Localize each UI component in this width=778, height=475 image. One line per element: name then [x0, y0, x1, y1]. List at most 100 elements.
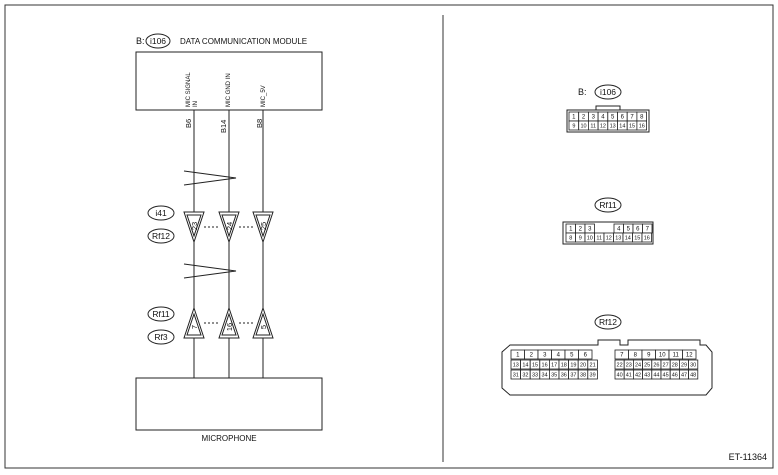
- connector-i41-rf12: i41 Rf12 23 24 25: [147, 205, 274, 244]
- terminal-7-inner: [186, 312, 202, 336]
- pin-b6: B6: [184, 119, 193, 128]
- terminal-24-inner: [221, 214, 237, 238]
- module-name: DATA COMMUNICATION MODULE: [180, 37, 307, 46]
- i106-pin-7: 7: [630, 115, 634, 121]
- rf12-pin-11: 11: [673, 353, 680, 359]
- signal-mic-signal: MIC SIGNAL: [186, 72, 192, 107]
- i106-pin-8: 8: [640, 115, 644, 121]
- terminal-16-number: 16: [225, 323, 234, 331]
- rf12-pin-35: 35: [551, 372, 557, 378]
- rf12-pin-30: 30: [690, 362, 696, 368]
- microphone-label: MICROPHONE: [201, 434, 256, 443]
- rf11-pin-13: 13: [615, 235, 621, 241]
- rf11-pin-8: 8: [569, 235, 572, 241]
- figure-id: ET-11364: [729, 452, 767, 462]
- rf12-pin-15: 15: [532, 362, 538, 368]
- data-communication-module-box: [135, 51, 323, 111]
- view-i106-oval: [594, 84, 622, 100]
- rf12-pin-31: 31: [513, 372, 519, 378]
- signal-in: IN: [193, 101, 199, 107]
- rf11-pin-11: 11: [596, 235, 602, 241]
- view-i106-latch: [595, 105, 621, 111]
- rf12-pin-40: 40: [617, 372, 623, 378]
- terminal-16-inner: [221, 312, 237, 336]
- module-connector-id: i106: [150, 36, 166, 46]
- rf12-pin-34: 34: [542, 372, 548, 378]
- i106-pin-15: 15: [629, 123, 635, 129]
- i106-pin-4: 4: [601, 115, 605, 121]
- rf11-pin-12: 12: [606, 235, 612, 241]
- rf12-pin-23: 23: [626, 362, 632, 368]
- harness-break-lower: [183, 263, 237, 279]
- rf12-cell-39: [587, 369, 598, 380]
- rf12-pin-42: 42: [635, 372, 641, 378]
- rf11-pin-7: 7: [646, 227, 650, 233]
- connector-rf11-label: Rf11: [152, 309, 170, 319]
- outer-frame: [4, 4, 774, 469]
- i106-pin-6: 6: [621, 115, 625, 121]
- rf12-pin-2: 2: [530, 353, 534, 359]
- view-rf12-label: Rf12: [599, 317, 617, 327]
- i106-pin-5: 5: [611, 115, 615, 121]
- rf12-pin-25: 25: [644, 362, 650, 368]
- connector-rf3-label: Rf3: [154, 332, 168, 342]
- pin-b8: B8: [255, 119, 264, 128]
- rf12-pin-22: 22: [617, 362, 623, 368]
- terminal-5-number: 5: [259, 325, 268, 329]
- module-connector-oval: [145, 33, 171, 49]
- rf12-pin-41: 41: [626, 372, 632, 378]
- terminal-7-number: 7: [190, 325, 199, 329]
- rf11-pin-3: 3: [588, 227, 592, 233]
- terminal-5-inner: [255, 312, 271, 336]
- rf12-pin-12: 12: [686, 353, 693, 359]
- rf12-pin-17: 17: [551, 362, 557, 368]
- pin-b14: B14: [219, 120, 228, 133]
- rf12-cell-12: [682, 349, 697, 360]
- view-rf11-label: Rf11: [599, 200, 617, 210]
- view-i106-prefix: B:: [578, 87, 587, 97]
- view-rf12-oval: [594, 314, 622, 330]
- i106-pin-16: 16: [639, 123, 645, 129]
- rf12-pin-1: 1: [516, 353, 520, 359]
- rf12-pin-48: 48: [690, 372, 696, 378]
- connector-rf12-oval: [147, 228, 175, 244]
- rf12-cell-6: [578, 349, 593, 360]
- rf12-pin-24: 24: [635, 362, 641, 368]
- rf12-pin-47: 47: [681, 372, 687, 378]
- rf12-pin-37: 37: [570, 372, 576, 378]
- rf11-pin-10: 10: [587, 235, 593, 241]
- harness-break-upper: [183, 170, 237, 186]
- i106-pin-3: 3: [592, 115, 596, 121]
- rf11-pin-2: 2: [579, 227, 583, 233]
- rf12-pin-20: 20: [580, 362, 586, 368]
- rf12-pin-3: 3: [543, 353, 547, 359]
- rf11-pin-4: 4: [617, 227, 621, 233]
- rf12-pin-33: 33: [532, 372, 538, 378]
- rf12-pin-39: 39: [590, 372, 596, 378]
- rf12-pin-14: 14: [522, 362, 528, 368]
- i106-cell-16: [636, 120, 648, 131]
- rf11-pin-6: 6: [636, 227, 640, 233]
- rf12-pin-10: 10: [659, 353, 666, 359]
- rf11-pin-9: 9: [579, 235, 582, 241]
- i106-pin-13: 13: [610, 123, 616, 129]
- i106-pin-1: 1: [572, 115, 576, 121]
- signal-mic-5v: MIC_5V: [261, 85, 267, 107]
- rf12-cell-21: [587, 359, 598, 370]
- connector-rf11-oval: [147, 306, 175, 322]
- rf12-pin-13: 13: [513, 362, 519, 368]
- rf12-pin-8: 8: [634, 353, 638, 359]
- i106-pin-9: 9: [572, 123, 575, 129]
- connector-rf3-oval: [147, 329, 175, 345]
- rf12-cell-48: [688, 369, 699, 380]
- terminal-23-number: 23: [190, 222, 199, 230]
- rf12-pin-7: 7: [620, 353, 624, 359]
- rf12-pin-5: 5: [570, 353, 574, 359]
- connector-i41-label: i41: [155, 208, 167, 218]
- rf12-pin-44: 44: [653, 372, 659, 378]
